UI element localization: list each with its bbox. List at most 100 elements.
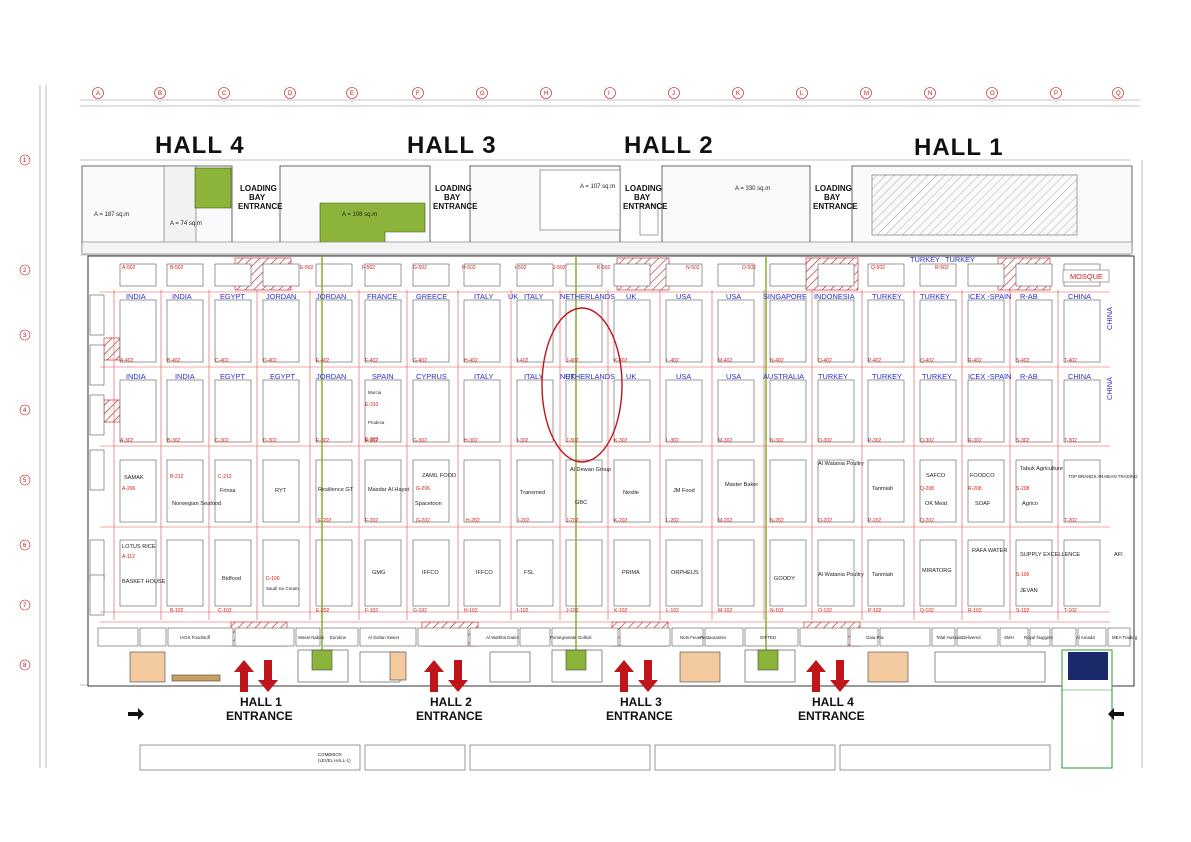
top-label-turkey: TURKEY	[945, 255, 975, 264]
country-label: ITALY	[474, 372, 494, 381]
arrow-up-icon	[234, 660, 254, 692]
exhibitor-label: Al Watania Poultry	[818, 572, 864, 578]
exhibitor-label: ZAMIL FOOD	[422, 473, 456, 479]
booth-code: T-102	[1064, 608, 1077, 614]
grid-marker-circle	[154, 87, 166, 99]
exhibitor-label: IFFCO	[422, 570, 439, 576]
booth-code: G-202	[416, 518, 430, 524]
country-label: USA	[726, 372, 741, 381]
booth-code: E-202	[316, 608, 330, 614]
arrow-down-icon	[830, 660, 850, 692]
row-marker-label: 8	[23, 663, 27, 669]
exhibitor-label: MIRATORG	[922, 568, 952, 574]
booth	[919, 299, 957, 363]
booth	[817, 299, 855, 363]
row-marker: 1	[19, 154, 31, 166]
exhibitor-label: Tafal Hussain	[936, 635, 963, 640]
booth-code: H-502	[462, 265, 476, 271]
booth-code: M-402	[718, 358, 732, 364]
booth	[919, 459, 957, 523]
booth-code: N-102	[770, 608, 784, 614]
entrance-strip	[129, 649, 1046, 683]
booth	[665, 379, 703, 443]
booth-code: G-302	[413, 438, 427, 444]
row-marker-label: 1	[23, 158, 27, 164]
booth-code: E-402	[316, 358, 330, 364]
service-zone	[81, 165, 1133, 253]
booth	[565, 299, 603, 363]
booth	[565, 539, 603, 607]
booth	[967, 263, 1005, 287]
booth	[879, 627, 931, 647]
booth	[463, 299, 501, 363]
booth-code: Q-302	[920, 438, 934, 444]
grid-marker-label: C	[222, 91, 227, 97]
booth-code: M-102	[718, 608, 732, 614]
booth	[516, 539, 554, 607]
country-label: NETHERLANDS	[560, 292, 615, 301]
booth	[717, 459, 755, 523]
exhibitor-label: Gaia Pac	[866, 635, 885, 640]
row-marker: 5	[19, 474, 31, 486]
exhibitor-label: RYT	[275, 488, 287, 494]
booth	[463, 379, 501, 443]
entrance-label: ENTRANCE	[606, 709, 673, 723]
booth	[119, 379, 157, 443]
booth-code: I-402	[517, 358, 529, 364]
booth	[315, 263, 353, 287]
row-marker-circle	[19, 599, 31, 611]
booth	[665, 459, 703, 523]
booth	[704, 627, 744, 647]
country-label: ITALY	[524, 372, 544, 381]
booth	[463, 539, 501, 607]
country-label: CHINA	[1068, 372, 1091, 381]
grid-marker-circle	[1112, 87, 1124, 99]
mosque-label: MOSQUE	[1070, 272, 1103, 281]
exhibitor-label: Masdar Al Hayat	[368, 487, 409, 493]
booth-code: D-302	[263, 438, 277, 444]
grid-marker-label: K	[736, 91, 740, 97]
grid-marker: Q	[1112, 87, 1124, 99]
booth	[1029, 627, 1051, 647]
svg-text:ENTRANCE: ENTRANCE	[623, 202, 668, 211]
exhibitor-label: IAGS Foodstuff	[180, 635, 211, 640]
country-label: JORDAN	[316, 292, 346, 301]
grid-marker: B	[154, 87, 166, 99]
exhibitor-label: IFFCO	[476, 570, 493, 576]
booth-code: F-502	[362, 265, 375, 271]
green-room-hall-4	[194, 167, 232, 209]
country-label: EGYPT	[220, 292, 246, 301]
grid-marker: G	[476, 87, 488, 99]
booth-code: R-302	[968, 438, 982, 444]
booth	[364, 379, 402, 443]
country-label: JORDAN	[316, 372, 346, 381]
booth	[744, 627, 799, 647]
booth-grid	[89, 263, 1131, 647]
booth	[412, 299, 450, 363]
booth-code: N-302	[770, 438, 784, 444]
exhibitor-label: SAFCO	[926, 473, 946, 479]
booth	[166, 539, 204, 607]
country-label: R-AB	[1020, 372, 1038, 381]
booth	[1063, 299, 1101, 363]
exhibitor-label: Royal Nuggets	[1024, 635, 1054, 640]
country-label: NETHERLANDS	[560, 372, 615, 381]
row-marker-circle	[19, 659, 31, 671]
grid-marker-circle	[284, 87, 296, 99]
exhibitor-label: SMH	[1004, 635, 1014, 640]
exhibitor-label: Al Wathba Dates	[486, 635, 520, 640]
booth	[717, 299, 755, 363]
country-label: AUSTRALIA	[763, 372, 804, 381]
exhibitor-label: JM Food	[673, 488, 695, 494]
door-block	[171, 674, 221, 682]
booth-code: O-402	[818, 358, 832, 364]
booth	[412, 459, 450, 523]
booth	[1063, 379, 1101, 443]
hatched-zone-hall-1	[871, 174, 1078, 236]
grid-marker-circle	[924, 87, 936, 99]
svg-text:ENTRANCE: ENTRANCE	[433, 202, 478, 211]
